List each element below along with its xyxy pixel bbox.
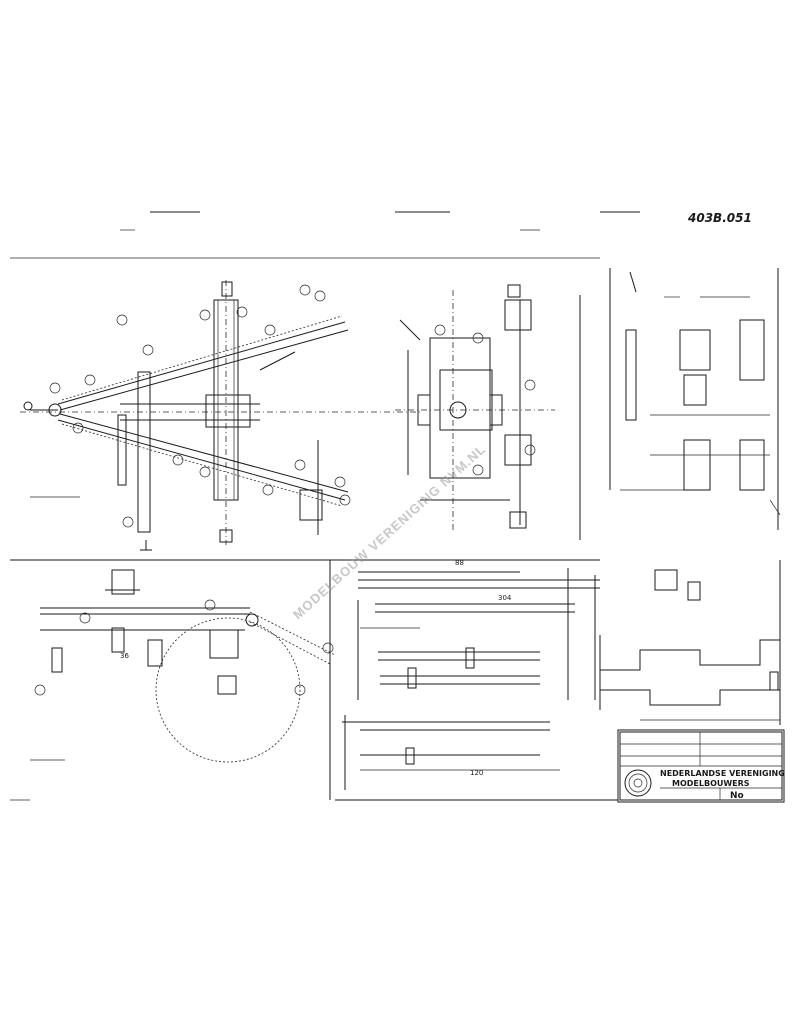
member-details: 304 120 88	[342, 559, 600, 790]
detail-section-view	[609, 268, 781, 530]
title-block: NEDERLANDSE VERENIGING MODELBOUWERS No	[617, 729, 785, 803]
dimension-120: 120	[470, 769, 483, 777]
org-name-line-1: NEDERLANDSE VERENIGING	[660, 769, 785, 778]
side-elevation-with-wheel: 36	[10, 559, 600, 801]
step-profile-view	[599, 560, 781, 725]
org-name-line-2: MODELBOUWERS	[672, 779, 750, 788]
association-seal-icon	[624, 769, 652, 797]
drawing-number: 403B.051	[687, 211, 752, 225]
dimension-36: 36	[120, 652, 129, 660]
top-border-marks	[10, 211, 640, 259]
plan-view-frame	[20, 280, 420, 551]
dimension-304: 304	[498, 594, 512, 602]
watermark-text: MODELBOUW VERENIGING NVM.NL	[290, 441, 489, 622]
end-view-frame	[395, 284, 581, 540]
dimension-88: 88	[455, 559, 464, 567]
sheet-number-label: No	[730, 791, 744, 801]
